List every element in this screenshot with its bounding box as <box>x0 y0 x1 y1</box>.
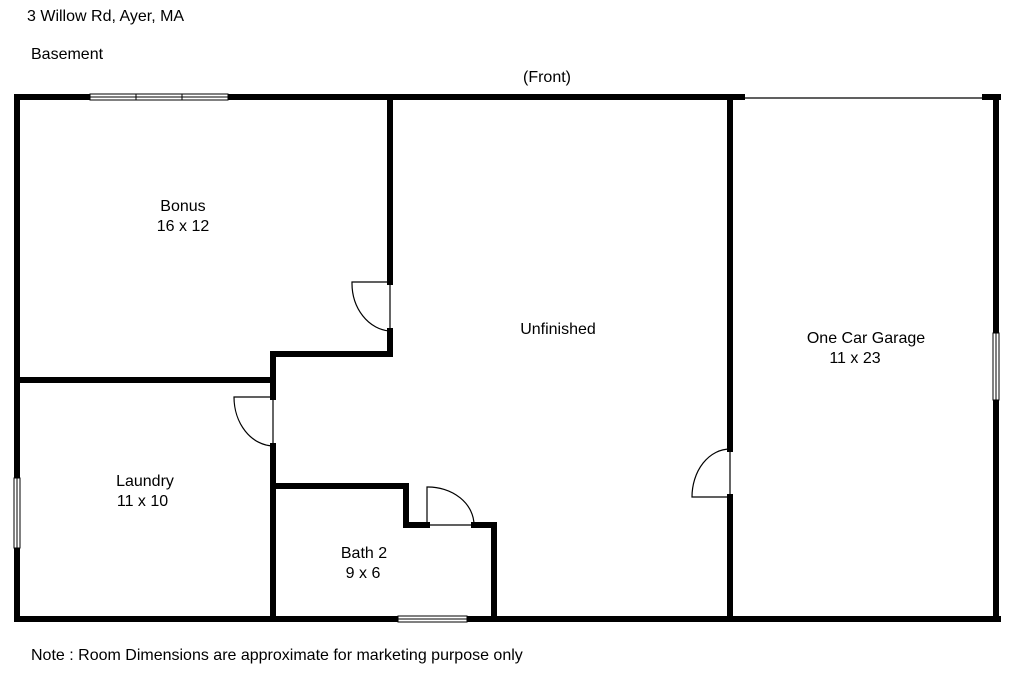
address-title: 3 Willow Rd, Ayer, MA <box>27 8 185 25</box>
door-bonus <box>351 281 391 332</box>
room-laundry-dims: 11 x 10 <box>116 493 169 510</box>
room-bath-name: Bath 2 <box>340 545 388 562</box>
room-laundry-name: Laundry <box>116 473 174 490</box>
door-garage <box>691 448 731 498</box>
room-garage-dims: 11 x 23 <box>829 350 881 367</box>
front-label: (Front) <box>523 69 571 86</box>
room-garage-name: One Car Garage <box>806 330 926 347</box>
window-bath-bottom <box>397 615 468 623</box>
room-garage: One Car Garage 11 x 23 <box>807 329 925 369</box>
room-unfinished: Unfinished <box>520 320 596 340</box>
window-garage-right <box>992 332 1000 401</box>
room-bath-dims: 9 x 6 <box>345 565 381 582</box>
room-bonus: Bonus 16 x 12 <box>157 197 209 237</box>
room-unfinished-name: Unfinished <box>520 321 596 338</box>
window-laundry-left <box>13 477 21 549</box>
window-bonus-top <box>89 93 229 101</box>
door-bath <box>426 486 475 526</box>
room-bonus-name: Bonus <box>160 198 206 215</box>
room-bath: Bath 2 9 x 6 <box>341 544 387 584</box>
room-laundry: Laundry 11 x 10 <box>116 472 174 512</box>
door-laundry <box>233 396 274 447</box>
level-label: Basement <box>31 46 104 63</box>
room-bonus-dims: 16 x 12 <box>156 218 210 235</box>
footer-note: Note : Room Dimensions are approximate f… <box>31 647 523 664</box>
